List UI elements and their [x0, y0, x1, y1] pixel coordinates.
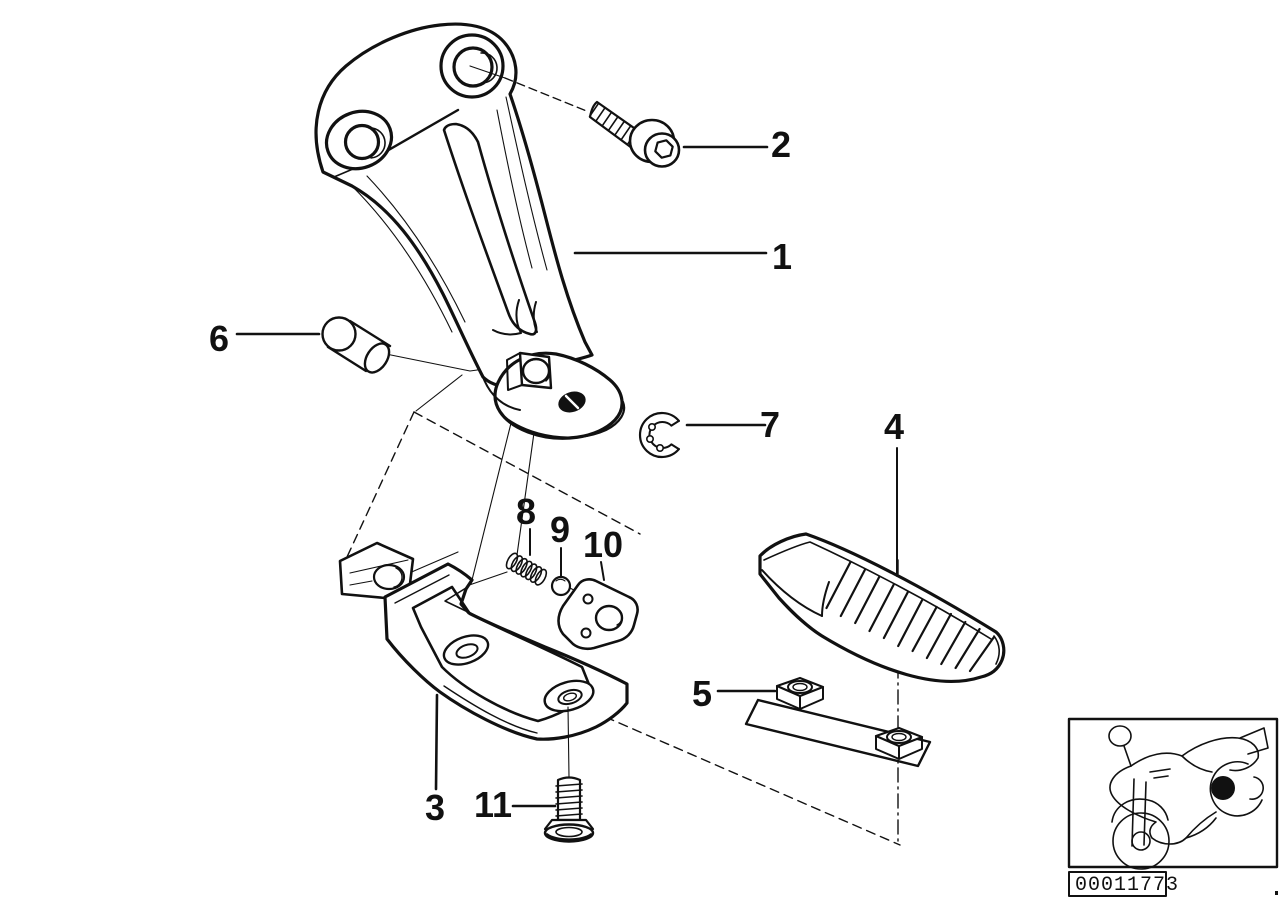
bracket-wire-hook — [492, 299, 538, 336]
leader-lines — [235, 145, 898, 808]
callout-5: 5 — [692, 673, 712, 714]
screw11-threads — [555, 783, 583, 817]
leader-line-10 — [600, 561, 605, 581]
square-nut-1-hole — [787, 680, 813, 694]
pad-front-edge — [761, 569, 823, 617]
clamp-seams — [349, 559, 409, 586]
part-6-pin — [321, 316, 507, 374]
callout-labels: 1 2 3 4 5 6 7 8 9 10 11 — [209, 124, 904, 828]
callout-7: 7 — [760, 404, 780, 445]
part-number-label: 00011773 — [1075, 874, 1179, 897]
callout-3: 3 — [425, 787, 445, 828]
stray-dot — [1275, 891, 1278, 895]
screw2-head-face — [643, 132, 681, 168]
bracket-inner-lines — [351, 96, 548, 333]
part-11-countersunk-screw — [543, 706, 595, 843]
screw2-hex-socket — [654, 139, 674, 159]
part-number-box: 00011773 — [1068, 871, 1278, 897]
part-number-frame — [1068, 871, 1167, 897]
part-3-base-casting — [338, 541, 629, 741]
pad-end-cap-line — [993, 635, 1000, 665]
bracket-eye-left-hole — [343, 123, 381, 161]
alignment-thin-lines — [399, 374, 586, 597]
pad-ribs — [825, 560, 996, 673]
pad-top-inner-edge — [763, 541, 992, 640]
bracket-pivot-lug — [493, 351, 624, 440]
part-9-ball — [550, 575, 572, 597]
screw-alignment-line — [469, 65, 590, 113]
casting-back-wall — [394, 574, 450, 604]
motorcycle-icon — [1108, 725, 1269, 870]
clamp-hole-bore — [393, 567, 403, 588]
casting-bottom-edge-line — [443, 685, 538, 734]
bracket-silhouette — [314, 22, 594, 387]
part-1-footrest-bracket — [314, 22, 626, 440]
e-clip-inner — [648, 421, 673, 449]
nut-plate-outline — [744, 698, 932, 768]
clamp-hole — [372, 563, 406, 591]
callout-11: 11 — [474, 784, 512, 825]
diagonal-reference-line — [563, 698, 901, 846]
pad-rib-boundary — [821, 581, 830, 617]
casting-v-notch — [444, 587, 469, 613]
callout-8: 8 — [516, 491, 536, 532]
casting-boss-front-hole — [455, 643, 479, 659]
pivot-flange-lip — [501, 400, 626, 439]
pin-head — [321, 316, 357, 352]
motorcycle-thumbnail — [1067, 717, 1279, 870]
thumbnail-frame — [1067, 717, 1279, 869]
callout-4: 4 — [884, 406, 904, 447]
detent-plate-pinhole-bottom — [580, 627, 592, 639]
callout-9: 9 — [550, 509, 570, 550]
casting-boss-rear-hole — [557, 688, 583, 706]
square-nut-2-hole — [886, 730, 912, 744]
callout-10: 10 — [583, 524, 623, 565]
callout-2: 2 — [771, 124, 791, 165]
part-4-rubber-pad — [758, 532, 1006, 683]
part-8-spring — [505, 552, 548, 586]
casting-boss-rear-counterbore — [562, 692, 578, 702]
construction-lines — [346, 374, 901, 846]
part-10-detent-plate — [557, 578, 639, 651]
detent-plate-pinhole-top — [582, 593, 594, 605]
position-marker-dot — [1211, 776, 1235, 800]
pad-skirt-step — [777, 596, 823, 637]
callout-1: 1 — [772, 236, 792, 277]
plane-edge-right — [413, 411, 641, 535]
callout-6: 6 — [209, 318, 229, 359]
e-clip-outer — [638, 411, 680, 459]
part-7-e-clip — [638, 411, 680, 459]
pin-end-face — [363, 342, 391, 374]
detent-plate-outline — [557, 578, 639, 651]
casting-boss-front — [442, 634, 490, 666]
casting-boss-rear — [543, 679, 595, 713]
plane-edge-left — [346, 411, 415, 558]
part-5-nut-plate — [744, 676, 932, 768]
leader-line-3 — [434, 693, 439, 791]
part-2-button-screw — [588, 100, 681, 168]
